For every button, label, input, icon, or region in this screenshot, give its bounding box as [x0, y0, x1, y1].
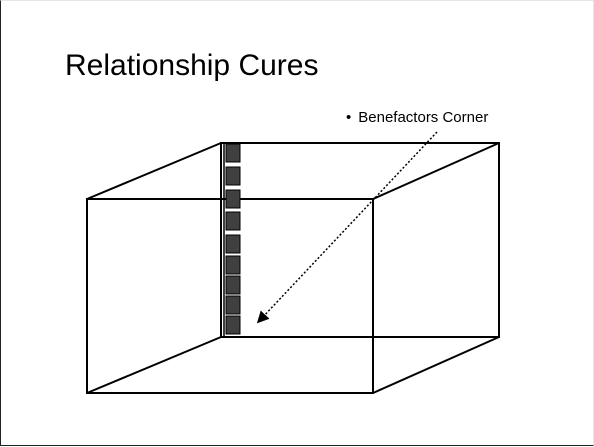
bullet-item: • Benefactors Corner	[346, 109, 488, 126]
cube-edge-bottom-right	[372, 336, 500, 394]
block	[225, 295, 241, 315]
bullet-marker: •	[346, 109, 352, 126]
block	[225, 189, 241, 209]
block	[225, 211, 241, 231]
block	[225, 255, 241, 275]
cube-back-face	[220, 142, 500, 338]
block	[225, 166, 241, 186]
block	[225, 315, 241, 335]
block	[225, 234, 241, 254]
dotted-arrow	[256, 131, 438, 324]
cube-edge-bottom-left	[86, 336, 222, 394]
bullet-text: Benefactors Corner	[358, 109, 489, 126]
block	[225, 275, 241, 295]
block-stack	[225, 143, 241, 335]
cube-edge-top-left	[86, 142, 222, 200]
slide-title: Relationship Cures	[65, 49, 319, 82]
block	[225, 143, 241, 163]
cube-edge-top-right	[372, 142, 500, 200]
